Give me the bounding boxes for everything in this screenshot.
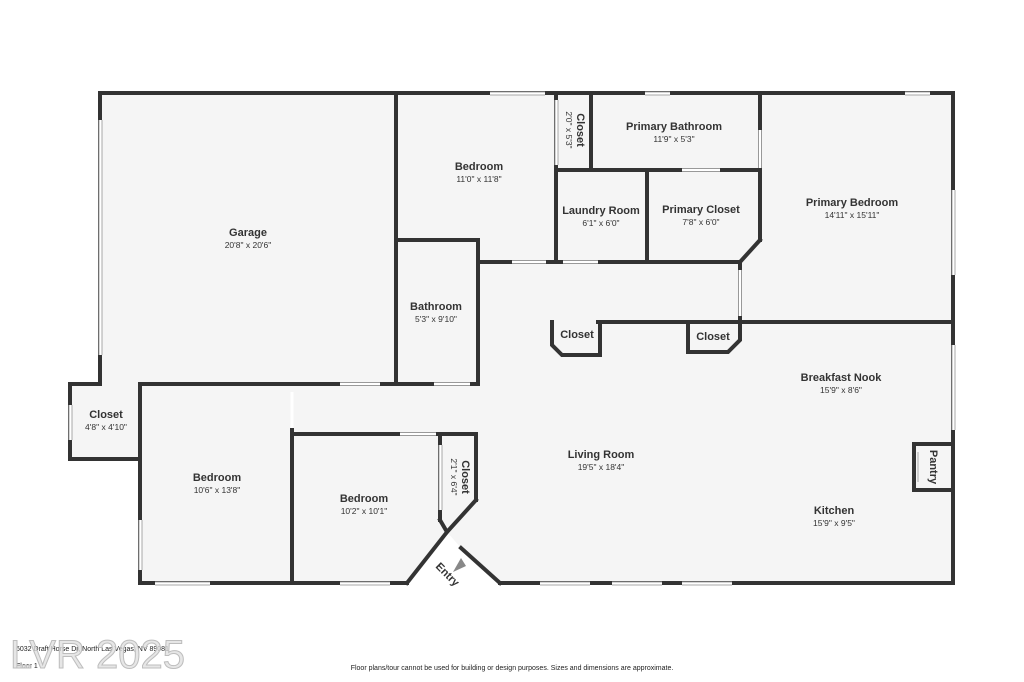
windows	[68, 91, 955, 585]
room-name-bedroom-left: Bedroom	[193, 472, 242, 484]
room-dims-closet-left: 4'8" x 4'10"	[85, 422, 127, 432]
entry-arrow-icon	[453, 558, 466, 572]
room-dims-primary-bedroom: 14'11" x 15'11"	[825, 210, 880, 220]
room-name-closet-hall-2: Closet	[696, 331, 730, 343]
room-name-closet-left: Closet	[89, 409, 123, 421]
room-dims-primary-bathroom: 11'9" x 5'3"	[653, 134, 694, 144]
room-dims-bedroom-top: 11'0" x 11'8"	[456, 174, 501, 184]
room-name-bedroom-top: Bedroom	[455, 161, 504, 173]
room-name-closet-hall-1: Closet	[560, 329, 594, 341]
room-name-primary-bedroom: Primary Bedroom	[806, 197, 899, 209]
window-lines	[68, 91, 956, 586]
room-name-pantry: Pantry	[927, 450, 939, 485]
room-name-primary-closet: Primary Closet	[662, 204, 740, 216]
room-dims-living-room: 19'5" x 18'4"	[578, 462, 625, 472]
room-dims-kitchen: 15'9" x 9'5"	[813, 518, 855, 528]
room-dims-closet-top: 2'0" x 5'3"	[564, 111, 574, 148]
room-name-garage: Garage	[229, 227, 267, 239]
footer-disclaimer: Floor plans/tour cannot be used for buil…	[351, 665, 674, 672]
room-dims-bedroom-left: 10'6" x 13'8"	[194, 485, 241, 495]
room-name-living-room: Living Room	[568, 449, 635, 461]
room-dims-bathroom: 5'3" x 9'10"	[415, 314, 457, 324]
room-dims-laundry-room: 6'1" x 6'0"	[582, 218, 619, 228]
room-name-kitchen: Kitchen	[814, 505, 855, 517]
footer-floor: Floor 1	[16, 663, 38, 670]
room-name-closet-mid: Closet	[459, 460, 471, 494]
room-dims-bedroom-mid: 10'2" x 10'1"	[341, 506, 388, 516]
room-name-bedroom-mid: Bedroom	[340, 493, 389, 505]
room-name-bathroom: Bathroom	[410, 301, 462, 313]
room-dims-breakfast-nook: 15'9" x 8'6"	[820, 385, 862, 395]
room-name-primary-bathroom: Primary Bathroom	[626, 121, 722, 133]
room-labels: Garage 20'8" x 20'6" Bedroom 11'0" x 11'…	[85, 111, 939, 528]
room-name-laundry-room: Laundry Room	[562, 205, 640, 217]
room-dims-garage: 20'8" x 20'6"	[225, 240, 272, 250]
room-name-closet-top: Closet	[574, 113, 586, 147]
room-dims-closet-mid: 2'1" x 6'4"	[449, 458, 459, 495]
room-dims-primary-closet: 7'8" x 6'0"	[682, 217, 719, 227]
room-name-breakfast-nook: Breakfast Nook	[801, 372, 883, 384]
footer-address: 6032 Draft Horse Dr, North Las Vegas, NV…	[16, 646, 169, 653]
watermark: LVR 2025	[10, 633, 185, 677]
